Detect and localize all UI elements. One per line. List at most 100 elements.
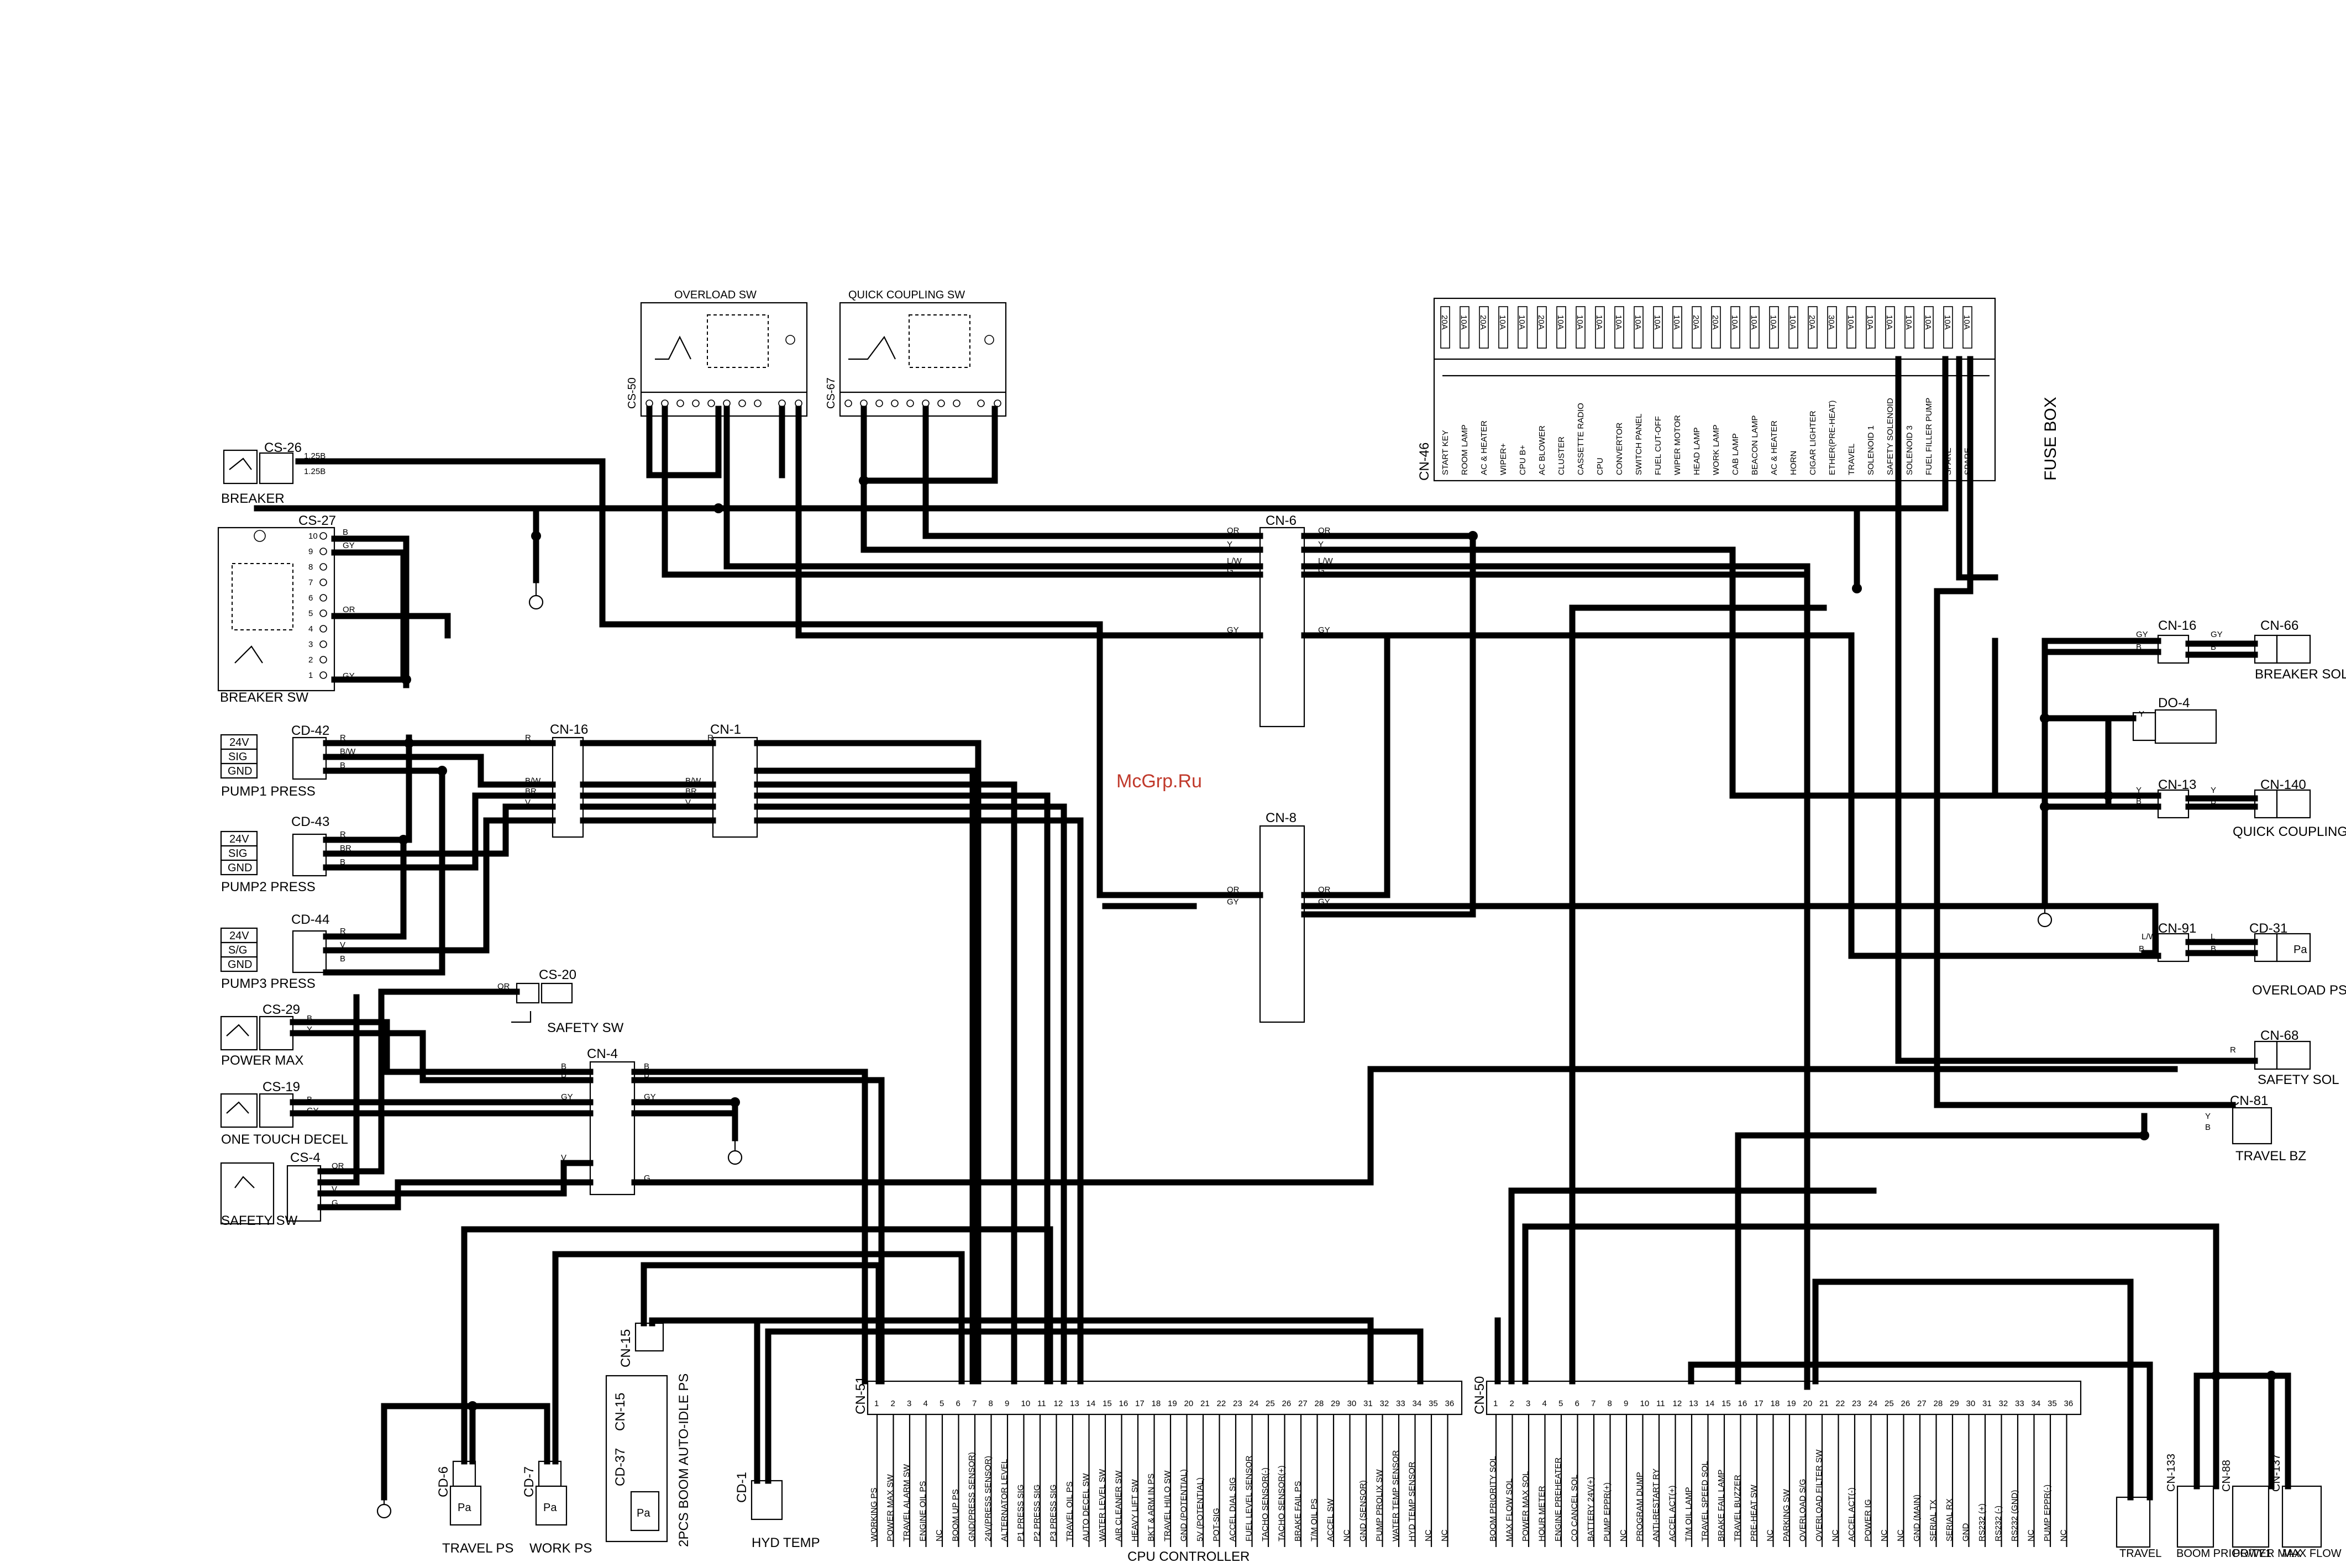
pump1-24v: 24V (229, 736, 249, 749)
cn4-block: CN-4 (587, 1046, 636, 1196)
cn1-block: CN-1 (710, 722, 758, 838)
svg-text:G: G (644, 1174, 650, 1183)
connector-pin (319, 563, 327, 571)
cpu-pin-label: WATER LEVEL SW (1098, 1469, 1107, 1541)
svg-text:R: R (340, 830, 346, 839)
svg-text:GY: GY (343, 671, 355, 681)
cpu-pin-number: 26 (1901, 1399, 1911, 1408)
fuse-circuit-label: SOLENOID 1 (1866, 425, 1876, 475)
quick-coupling-sw-label: QUICK COUPLING SW (848, 289, 965, 301)
cpu-pin-label: TRAVEL SPEED SOL (1701, 1461, 1710, 1541)
cpu-pin-label: T/M OIL LAMP (1684, 1487, 1693, 1541)
cpu-pin-label: 5V (POTENTIAL) (1195, 1477, 1205, 1541)
svg-text:V: V (525, 798, 531, 807)
svg-text:OR: OR (1318, 885, 1331, 895)
cpu-pin-label: NC (1880, 1529, 1889, 1541)
breaker-sw-label: BREAKER SW (220, 690, 308, 705)
overload-switch: OVERLOAD SW CS-50 (626, 289, 808, 417)
cn15b-label: CN-15 (613, 1393, 628, 1431)
fuse-circuit-label: AC & HEATER (1479, 420, 1489, 475)
cn15-label: CN-15 (618, 1329, 633, 1367)
connector-pin (319, 609, 327, 617)
cpu-pin-label: P3 PRESS SIG (1049, 1485, 1058, 1541)
svg-text:B: B (2136, 643, 2142, 652)
cn140-label: CN-140 (2260, 777, 2306, 792)
travel-sol-label: TRAVEL (2119, 1548, 2161, 1560)
cs4-label: CS-4 (290, 1150, 321, 1165)
svg-text:V: V (332, 1185, 337, 1194)
breaker-component: CS-26 BREAKER (221, 440, 302, 506)
cpu-pin-label: HEAVY LIFT SW (1130, 1479, 1140, 1541)
pump1-sig: SIG (228, 751, 247, 763)
fuse-rating: 10A (1904, 315, 1913, 330)
cpu-pin-label: PUMP EPPR(+) (1603, 1482, 1612, 1541)
fuse-rating: 10A (1788, 315, 1797, 330)
cpu-pin-number: 18 (1152, 1399, 1161, 1408)
cpu-pin-number: 10 (1640, 1399, 1650, 1408)
cpu-pin-number: 30 (1966, 1399, 1976, 1408)
safety-sol-component: CN-68 SAFETY SOL (2254, 1028, 2339, 1087)
cpu-pin-label: AUTO DECEL SW (1082, 1473, 1091, 1541)
svg-text:OR: OR (343, 605, 355, 614)
cpu-pin-number: 1 (874, 1399, 879, 1408)
connector-pin-number: 1 (308, 671, 313, 680)
connector-pin (319, 671, 327, 679)
pump3-press-sensor: 24V S/G GND CD-44 PUMP3 PRESS (220, 912, 329, 991)
fuse-rating: 10A (1652, 315, 1662, 330)
fuse-circuit-label: CLUSTER (1557, 436, 1566, 475)
safety-sol-label: SAFETY SOL (2258, 1072, 2339, 1087)
fuse-cell (1460, 306, 1469, 349)
cd31-pa: Pa (2293, 944, 2307, 956)
connector-pin-number: 10 (308, 532, 318, 541)
fuse-cell (1479, 306, 1489, 349)
do4-diode: DO-4 (2132, 696, 2217, 744)
cpu-pin-number: 21 (1819, 1399, 1829, 1408)
cpu-pin-number: 24 (1869, 1399, 1878, 1408)
max-flow-label: MAX FLOW (2282, 1548, 2342, 1560)
cd44-label: CD-44 (291, 912, 329, 927)
boom-auto-idle-ps: Pa CN-15 CN-15 CD-37 2PCS BOOM AUTO-IDLE… (605, 1322, 691, 1547)
cs67-pins (844, 399, 1001, 407)
fuse-cell (1498, 306, 1508, 349)
cpu-pin-label: NC (935, 1529, 944, 1541)
cd42-label: CD-42 (291, 723, 329, 738)
fuse-circuit-label: FUEL CUT-OFF (1654, 416, 1663, 475)
fuse-circuit-label: CASSETTE RADIO (1576, 403, 1586, 475)
quick-coupling-label: QUICK COUPLING (2233, 824, 2346, 839)
cpu-pin-label: TRAVEL OIL PS (1065, 1481, 1074, 1541)
cpu-pin-label: NC (2059, 1529, 2069, 1541)
svg-text:V: V (685, 798, 691, 807)
connector-pin (319, 532, 327, 540)
cpu-pin-number: 29 (1331, 1399, 1340, 1408)
overload-ps-label: OVERLOAD PS (2252, 983, 2346, 998)
cpu-pin-number: 29 (1950, 1399, 1959, 1408)
svg-text:R: R (525, 733, 531, 743)
do4-label: DO-4 (2158, 696, 2190, 711)
cpu-pin-number: 33 (1396, 1399, 1405, 1408)
cpu-pin-label: GND (1961, 1523, 1971, 1542)
cs26-label: CS-26 (264, 440, 302, 455)
cn1-label: CN-1 (710, 722, 741, 737)
fuse-rating: 10A (1575, 315, 1584, 330)
fuse-rating: 10A (1923, 315, 1933, 330)
cpu-pin-label: BATTERY 24V(+) (1586, 1477, 1596, 1541)
svg-text:B: B (561, 1062, 566, 1071)
travel-bz-component: CN-81 TRAVEL BZ (2230, 1093, 2306, 1164)
quick-coupling-component: CN-13 CN-140 QUICK COUPLING (2157, 777, 2346, 839)
svg-text:B/W: B/W (685, 776, 701, 786)
svg-text:B: B (2211, 643, 2216, 652)
fuse-circuit-label: WIPER+ (1499, 443, 1508, 475)
connector-pin-number: 2 (308, 655, 313, 665)
cpu-pin-number: 34 (2032, 1399, 2041, 1408)
svg-text:B: B (307, 1095, 312, 1104)
fuse-circuit-label: FUEL FILLER PUMP (1924, 398, 1934, 475)
cn4-label: CN-4 (587, 1046, 618, 1061)
cpu-pin-label: BRAKE FAIL PS (1293, 1481, 1303, 1542)
connector-pin-number: 4 (308, 624, 313, 634)
cpu-pin-label: RS232 (+) (1977, 1503, 1987, 1541)
cpu-pin-number: 4 (1542, 1399, 1547, 1408)
fuse-cell (1537, 306, 1547, 349)
cpu-pin-label: PUMP PROLIX SW (1375, 1469, 1384, 1541)
